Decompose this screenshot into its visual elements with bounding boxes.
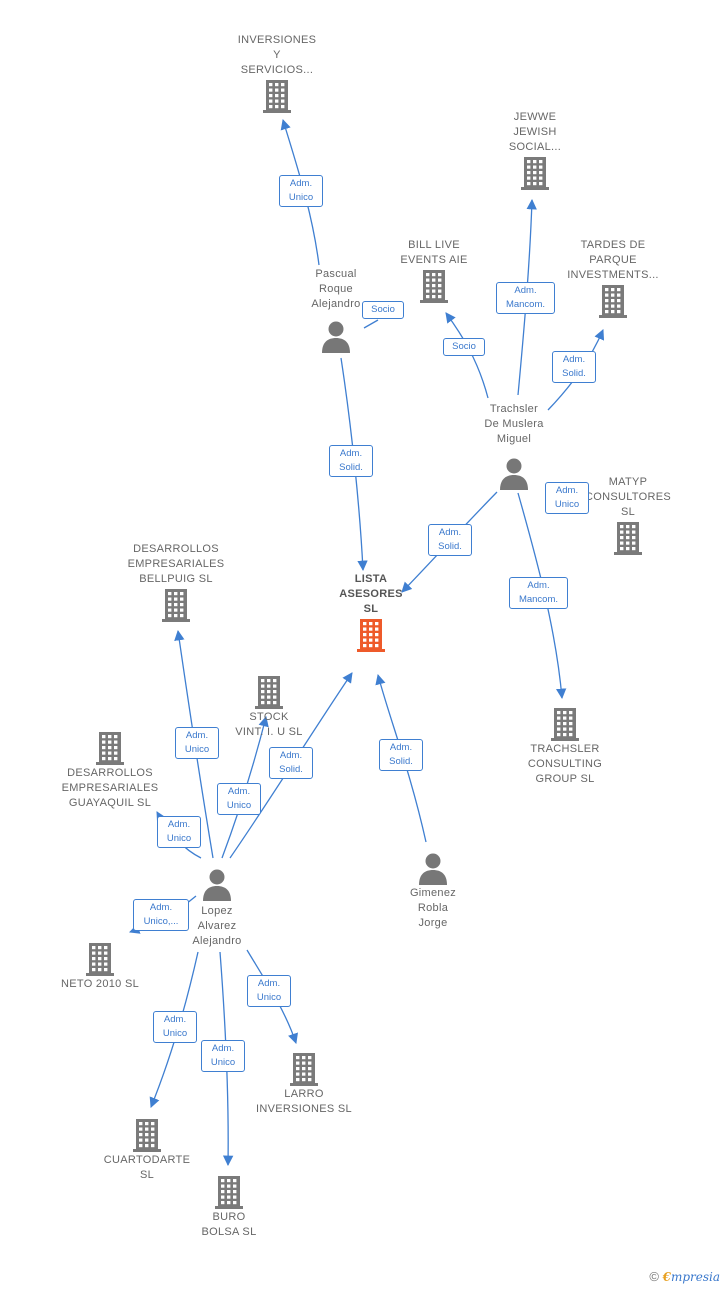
relation-badge[interactable]: Adm. Mancom. [509,577,568,609]
building-icon [357,619,385,652]
company-label: DESARROLLOS EMPRESARIALES BELLPUIG SL [127,543,225,585]
building-icon [599,285,627,318]
company-label: DESARROLLOS EMPRESARIALES GUAYAQUIL SL [61,767,159,809]
empresia-logo: €mpresia [662,1270,720,1284]
company-label: MATYP CONSULTORES SL [584,476,672,518]
company-larro[interactable]: LARRO INVERSIONES SL [234,1051,374,1117]
relation-badge[interactable]: Adm. Mancom. [496,282,555,314]
person-gimenez[interactable]: Gimenez Robla Jorge [363,852,503,931]
company-label: TARDES DE PARQUE INVESTMENTS... [567,239,659,281]
building-icon [96,732,124,765]
relation-badge[interactable]: Adm. Solid. [552,351,596,383]
relation-badge[interactable]: Socio [443,338,485,356]
company-matyp[interactable]: MATYP CONSULTORES SL [558,475,698,556]
relation-badge[interactable]: Adm. Unico,... [133,899,189,931]
company-label: NETO 2010 SL [61,978,139,990]
relation-badge[interactable]: Adm. Unico [247,975,291,1007]
company-desarrollos-guayaquil[interactable]: DESARROLLOS EMPRESARIALES GUAYAQUIL SL [40,730,180,811]
person-label: Gimenez Robla Jorge [409,887,457,929]
building-icon [255,676,283,709]
company-neto[interactable]: NETO 2010 SL [30,941,170,992]
building-icon [133,1119,161,1152]
copyright-icon: © [649,1269,659,1284]
relation-badge[interactable]: Adm. Unico [157,816,201,848]
person-trachsler[interactable]: Trachsler De Muslera Miguel [444,402,584,491]
company-label: LARRO INVERSIONES SL [256,1088,352,1115]
person-icon [203,869,231,901]
person-label: Trachsler De Muslera Miguel [484,403,544,445]
building-icon [290,1053,318,1086]
company-label: STOCK VINT. I. U SL [235,711,303,738]
relation-badge[interactable]: Adm. Unico [201,1040,245,1072]
relation-badge[interactable]: Adm. Unico [217,783,261,815]
relation-badge[interactable]: Adm. Solid. [329,445,373,477]
building-icon [614,522,642,555]
relation-badge[interactable]: Adm. Solid. [269,747,313,779]
company-bill-live[interactable]: BILL LIVE EVENTS AIE [364,238,504,304]
edge-pascual-socio [363,319,379,329]
company-label: JEWWE JEWISH SOCIAL... [508,111,562,153]
person-pascual[interactable]: Pascual Roque Alejandro [266,267,406,354]
company-tardes[interactable]: TARDES DE PARQUE INVESTMENTS... [543,238,683,319]
company-label: TRACHSLER CONSULTING GROUP SL [527,743,603,785]
company-inversiones[interactable]: INVERSIONES Y SERVICIOS... [207,33,347,114]
company-label: BILL LIVE EVENTS AIE [400,239,468,266]
company-buro[interactable]: BURO BOLSA SL [159,1174,299,1240]
company-stock[interactable]: STOCK VINT. I. U SL [199,674,339,740]
person-icon [419,853,447,885]
company-cuartodarte[interactable]: CUARTODARTE SL [77,1117,217,1183]
company-label: INVERSIONES Y SERVICIOS... [237,34,317,76]
relation-badge[interactable]: Adm. Unico [175,727,219,759]
company-label: LISTA ASESORES SL [339,573,403,615]
person-icon [322,321,350,353]
building-icon [162,589,190,622]
footer-brand: © €mpresia [649,1269,720,1284]
person-label: Lopez Alvarez Alejandro [192,905,242,947]
relation-badge[interactable]: Adm. Unico [545,482,589,514]
person-label: Pascual Roque Alejandro [311,268,361,310]
relation-badge[interactable]: Adm. Solid. [379,739,423,771]
company-label: BURO BOLSA SL [201,1211,257,1238]
company-jewwe[interactable]: JEWWE JEWISH SOCIAL... [465,110,605,191]
building-icon [86,943,114,976]
company-trachsler-consulting[interactable]: TRACHSLER CONSULTING GROUP SL [495,706,635,787]
relation-badge[interactable]: Adm. Unico [153,1011,197,1043]
building-icon [551,708,579,741]
building-icon [521,157,549,190]
person-icon [500,458,528,490]
company-desarrollos-bellpuig[interactable]: DESARROLLOS EMPRESARIALES BELLPUIG SL [106,542,246,623]
building-icon [263,80,291,113]
relation-badge[interactable]: Adm. Unico [279,175,323,207]
company-lista-asesores[interactable]: LISTA ASESORES SL [301,572,441,653]
relation-badge[interactable]: Socio [362,301,404,319]
building-icon [420,270,448,303]
building-icon [215,1176,243,1209]
person-lopez[interactable]: Lopez Alvarez Alejandro [147,868,287,949]
relation-badge[interactable]: Adm. Solid. [428,524,472,556]
company-label: CUARTODARTE SL [103,1154,191,1181]
